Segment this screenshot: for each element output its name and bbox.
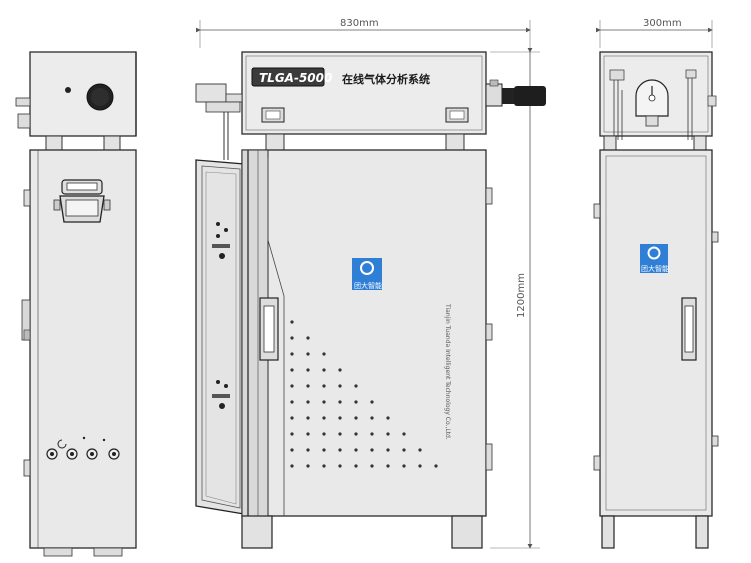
front-logo-text: 团大智能 <box>354 281 382 290</box>
system-name-label: 在线气体分析系统 <box>342 72 430 86</box>
vent-hole <box>354 432 358 436</box>
top-box-small-hole <box>65 87 71 93</box>
vent-hole <box>370 448 374 452</box>
vent-hole <box>418 448 422 452</box>
side-brand-logo: 团大智能 <box>640 244 669 273</box>
vent-hole <box>354 384 358 388</box>
left-side-view <box>15 51 137 557</box>
vent-hole <box>418 464 422 468</box>
vent-hole <box>354 464 358 468</box>
vent-hole <box>306 384 310 388</box>
vent-hole <box>338 400 342 404</box>
vent-hole <box>354 416 358 420</box>
vent-hole <box>386 432 390 436</box>
vent-hole <box>306 432 310 436</box>
vent-hole <box>338 384 342 388</box>
right-side-view: 团大智能 <box>593 51 719 549</box>
vent-hole <box>290 384 294 388</box>
vent-hole <box>290 464 294 468</box>
vent-hole <box>370 432 374 436</box>
vent-hole <box>306 400 310 404</box>
vent-hole <box>322 416 326 420</box>
front-brand-logo: 团大智能 <box>352 258 382 290</box>
front-view: TLGA-5000 在线气体分析系统 <box>195 51 546 549</box>
vent-hole <box>322 352 326 356</box>
side-logo-text: 团大智能 <box>641 264 669 273</box>
vent-hole <box>306 352 310 356</box>
pressure-gauge-icon <box>635 79 669 127</box>
vent-hole <box>306 448 310 452</box>
vent-hole <box>306 464 310 468</box>
vent-hole <box>338 464 342 468</box>
side-cable-glands <box>46 436 120 460</box>
vent-hole <box>402 432 406 436</box>
vent-hole-pattern <box>290 320 438 468</box>
vent-hole <box>434 464 438 468</box>
vent-hole <box>290 352 294 356</box>
vent-hole <box>386 464 390 468</box>
vent-hole <box>370 416 374 420</box>
vent-hole <box>370 400 374 404</box>
vent-hole <box>322 464 326 468</box>
vent-hole <box>322 368 326 372</box>
model-label: TLGA-5000 <box>259 71 332 85</box>
dimension-830: 830mm <box>196 18 531 48</box>
vent-hole <box>322 432 326 436</box>
vent-hole <box>370 464 374 468</box>
vent-hole <box>290 368 294 372</box>
vent-hole <box>322 448 326 452</box>
height-dimension-label: 1200mm <box>516 273 527 318</box>
vent-hole <box>290 400 294 404</box>
vent-hole <box>354 400 358 404</box>
front-door-handle <box>259 297 279 361</box>
vent-hole <box>290 432 294 436</box>
vent-hole <box>338 448 342 452</box>
dimension-1200: 1200mm <box>490 48 540 549</box>
vent-hole <box>290 448 294 452</box>
model-label-plate <box>251 67 325 87</box>
width-dimension-label: 830mm <box>340 18 379 29</box>
dimension-300: 300mm <box>596 18 713 48</box>
depth-dimension-label: 300mm <box>643 18 682 29</box>
side-door-handle <box>681 297 697 361</box>
vent-hole <box>290 416 294 420</box>
vent-hole <box>402 448 406 452</box>
vent-hole <box>322 384 326 388</box>
vent-hole <box>402 464 406 468</box>
vent-hole <box>306 416 310 420</box>
vent-hole <box>386 416 390 420</box>
vent-hole <box>386 448 390 452</box>
vent-hole <box>338 368 342 372</box>
vent-hole <box>322 400 326 404</box>
side-handle-icon <box>53 179 111 223</box>
company-name-vertical: Tianjin Tuanda Intelligent Technology Co… <box>444 303 451 440</box>
probe-connector <box>485 79 546 107</box>
vent-hole <box>338 432 342 436</box>
vent-hole <box>306 368 310 372</box>
vent-hole <box>338 416 342 420</box>
open-door-panel <box>195 159 245 515</box>
vent-hole <box>290 336 294 340</box>
vent-hole <box>354 448 358 452</box>
vent-hole <box>290 320 294 324</box>
vent-hole <box>306 336 310 340</box>
